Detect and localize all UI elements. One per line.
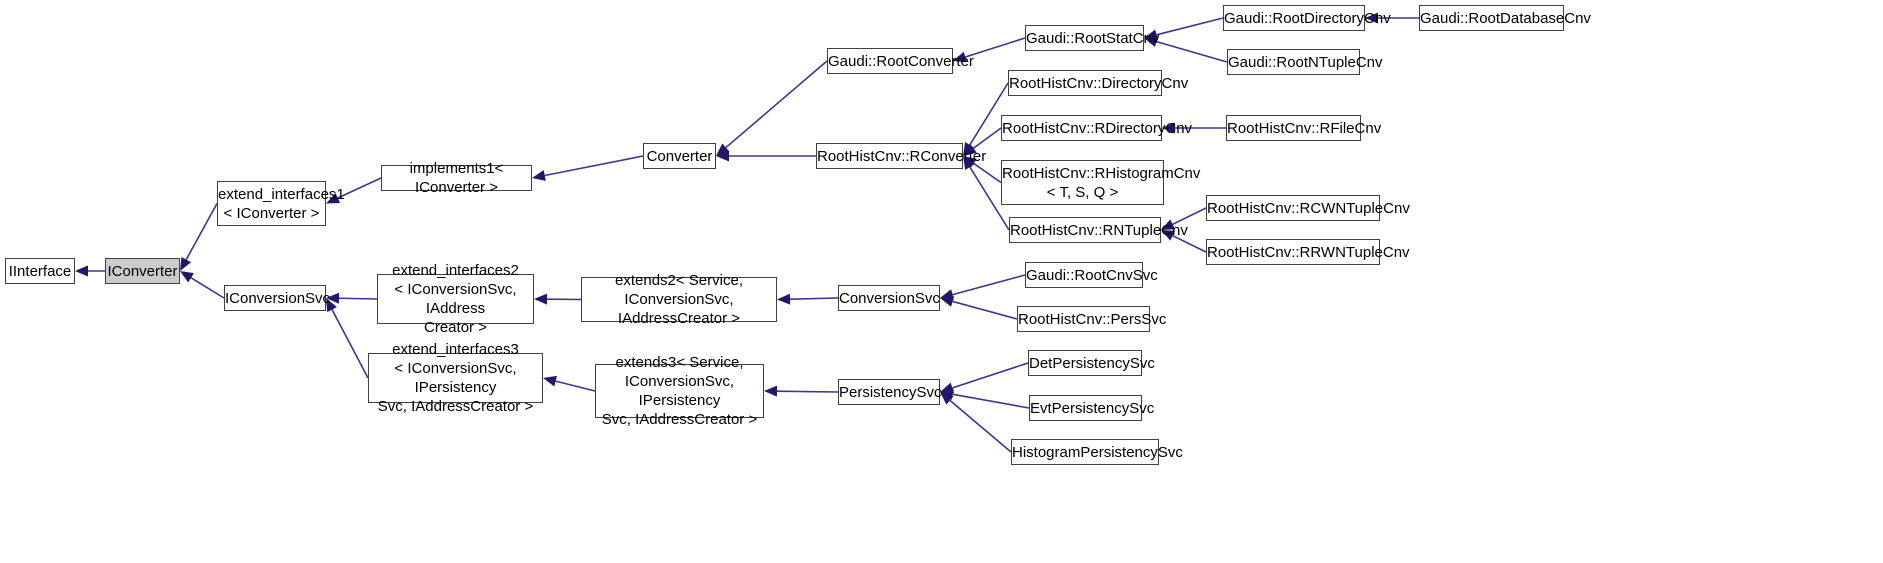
class-node-iconverter[interactable]: IConverter [105, 258, 180, 284]
inheritance-edge-iconversionsvc-to-iconverter [180, 271, 225, 299]
class-node-histogrampersistencysvc[interactable]: HistogramPersistencySvc [1011, 439, 1183, 465]
class-node-label: Gaudi::RootDatabaseCnv [1420, 9, 1591, 27]
class-node-evtpersistencysvc[interactable]: EvtPersistencySvc [1029, 395, 1155, 421]
inheritance-edge-persistencysvc-to-extends3 [764, 385, 839, 397]
class-node-label: Gaudi::RootConverter [828, 52, 974, 70]
class-node-label: extends2< Service, IConversionSvc, IAddr… [615, 272, 743, 327]
class-node-extend1[interactable]: extend_interfaces1 < IConverter > [217, 181, 345, 226]
class-node-iconversionsvc[interactable]: IConversionSvc [224, 285, 331, 311]
class-node-persistencysvc[interactable]: PersistencySvc [838, 379, 942, 405]
class-node-label: RootHistCnv::RHistogramCnv < T, S, Q > [1002, 164, 1201, 201]
class-node-label: Gaudi::RootStatCnv [1026, 29, 1160, 47]
class-node-label: DetPersistencySvc [1029, 354, 1155, 372]
class-node-conversionsvc[interactable]: ConversionSvc [838, 285, 940, 311]
class-node-detpersistencysvc[interactable]: DetPersistencySvc [1028, 350, 1155, 376]
class-node-label: EvtPersistencySvc [1030, 399, 1155, 417]
class-node-label: RootHistCnv::PersSvc [1018, 310, 1167, 328]
class-node-rfilecnv[interactable]: RootHistCnv::RFileCnv [1226, 115, 1382, 141]
inheritance-edge-detpersistencysvc-to-persistencysvc [940, 362, 1029, 394]
class-node-label: extends3< Service, IConversionSvc, IPers… [601, 354, 758, 428]
inheritance-edge-perssvc-to-conversionsvc [940, 296, 1018, 320]
class-node-rntuplecnv[interactable]: RootHistCnv::RNTupleCnv [1009, 217, 1188, 243]
class-node-rootconverter[interactable]: Gaudi::RootConverter [827, 48, 974, 74]
inheritance-edge-rootconverter-to-converter [716, 60, 828, 156]
class-node-rootdatabasecnv[interactable]: Gaudi::RootDatabaseCnv [1419, 5, 1591, 31]
class-node-extends3[interactable]: extends3< Service, IConversionSvc, IPers… [595, 354, 764, 428]
class-node-label: IConversionSvc [225, 289, 331, 307]
class-node-rconverter[interactable]: RootHistCnv::RConverter [816, 143, 987, 169]
class-node-label: RootHistCnv::DirectoryCnv [1009, 74, 1189, 92]
inheritance-edge-rconverter-to-converter [716, 150, 816, 162]
inheritance-edge-conversionsvc-to-extends2 [777, 293, 839, 305]
class-node-label: RootHistCnv::RRWNTupleCnv [1207, 243, 1410, 261]
class-node-label: PersistencySvc [839, 383, 942, 401]
class-node-label: RootHistCnv::RDirectoryCnv [1002, 119, 1193, 137]
class-node-rootstatcnv[interactable]: Gaudi::RootStatCnv [1025, 25, 1160, 51]
class-node-label: RootHistCnv::RFileCnv [1227, 119, 1382, 137]
class-node-label: implements1< IConverter > [409, 160, 504, 196]
class-node-rhistogramcnv[interactable]: RootHistCnv::RHistogramCnv < T, S, Q > [1001, 160, 1201, 205]
inheritance-edge-extend3-to-iconversionsvc [326, 298, 369, 379]
class-node-label: RootHistCnv::RConverter [817, 147, 987, 165]
class-node-label: extend_interfaces2 < IConversionSvc, IAd… [392, 262, 519, 336]
class-node-label: extend_interfaces3 < IConversionSvc, IPe… [377, 341, 534, 415]
class-node-extends2[interactable]: extends2< Service, IConversionSvc, IAddr… [581, 272, 777, 327]
class-node-converter[interactable]: Converter [643, 143, 716, 169]
inheritance-edge-extends3-to-extend3 [543, 375, 596, 392]
class-node-extend3[interactable]: extend_interfaces3 < IConversionSvc, IPe… [368, 341, 543, 415]
class-node-extend2[interactable]: extend_interfaces2 < IConversionSvc, IAd… [377, 262, 534, 336]
class-node-label: RootHistCnv::RNTupleCnv [1010, 221, 1188, 239]
class-node-rootcnvsvc[interactable]: Gaudi::RootCnvSvc [1025, 262, 1158, 288]
class-node-label: HistogramPersistencySvc [1012, 443, 1183, 461]
inheritance-edge-rootcnvsvc-to-conversionsvc [940, 274, 1026, 300]
class-node-label: Gaudi::RootCnvSvc [1026, 266, 1158, 284]
class-node-label: Converter [646, 147, 713, 165]
class-node-label: IInterface [8, 262, 72, 280]
class-node-label: Gaudi::RootDirectoryCnv [1224, 9, 1391, 27]
class-node-label: RootHistCnv::RCWNTupleCnv [1207, 199, 1410, 217]
class-node-rrwntuplecnv[interactable]: RootHistCnv::RRWNTupleCnv [1206, 239, 1410, 265]
class-node-perssvc[interactable]: RootHistCnv::PersSvc [1017, 306, 1167, 332]
inheritance-edge-extends2-to-extend2 [534, 293, 582, 305]
inheritance-edge-histogrampersistencysvc-to-persistencysvc [940, 392, 1012, 453]
inheritance-edge-converter-to-implements1 [532, 155, 644, 181]
class-node-directorycnv[interactable]: RootHistCnv::DirectoryCnv [1008, 70, 1189, 96]
class-node-rootdirectorycnv[interactable]: Gaudi::RootDirectoryCnv [1223, 5, 1391, 31]
inheritance-edge-iconverter-to-iinterface [75, 265, 105, 277]
class-node-label: IConverter [107, 262, 178, 280]
inheritance-edge-extend2-to-iconversionsvc [326, 292, 378, 304]
class-node-label: extend_interfaces1 < IConverter > [218, 185, 345, 222]
class-node-rcwntuplecnv[interactable]: RootHistCnv::RCWNTupleCnv [1206, 195, 1410, 221]
class-node-iinterface[interactable]: IInterface [5, 258, 75, 284]
inheritance-edge-evtpersistencysvc-to-persistencysvc [940, 388, 1030, 409]
class-node-rdirectorycnv[interactable]: RootHistCnv::RDirectoryCnv [1001, 115, 1193, 141]
class-node-label: Gaudi::RootNTupleCnv [1228, 53, 1383, 71]
class-node-rootntuplecnv[interactable]: Gaudi::RootNTupleCnv [1227, 49, 1383, 75]
inheritance-edge-extend1-to-iconverter [180, 203, 218, 271]
class-node-label: ConversionSvc [839, 289, 940, 307]
class-node-implements1[interactable]: implements1< IConverter > [381, 160, 532, 196]
